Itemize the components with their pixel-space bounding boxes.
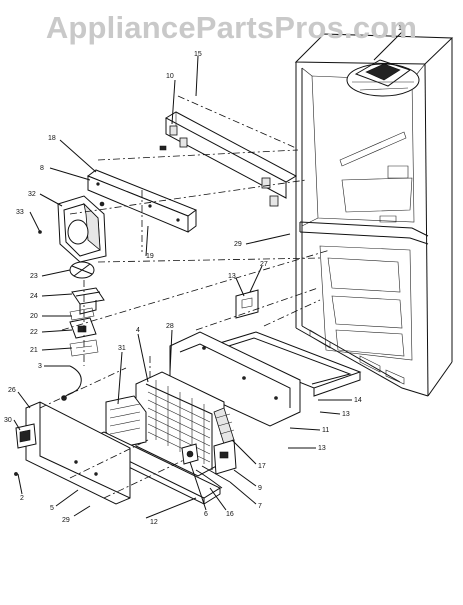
leader-lines [13,29,405,519]
callout-7: 7 [258,503,262,510]
callout-22: 22 [30,329,38,336]
callout-26: 26 [8,387,16,394]
callout-14: 14 [354,397,362,404]
callout-1: 1 [398,25,402,32]
harness-16 [195,465,231,489]
cabinet-liner [294,33,454,397]
callout-8: 8 [40,165,44,172]
callout-13-mid: 13 [342,411,350,418]
callout-12: 12 [150,519,158,526]
callout-6: 6 [204,511,208,518]
heater-31 [105,395,147,449]
callout-17: 17 [258,463,266,470]
callout-28: 28 [166,323,174,330]
callout-29-upper: 29 [234,241,242,248]
callout-11: 11 [322,427,329,434]
thermostat-6 [181,443,199,465]
evaporator-coil [135,371,225,477]
alignment-lines [39,95,331,499]
callout-3: 3 [38,363,42,370]
motor-clip-20 [69,307,95,321]
callout-20: 20 [30,313,38,320]
callout-31: 31 [118,345,126,352]
top-housing-part-1 [346,59,420,97]
callout-labels: 1 15 10 18 8 32 33 19 29 23 24 20 22 21 … [4,25,402,526]
callout-2: 2 [20,495,24,502]
callout-18: 18 [48,135,56,142]
access-cover-27 [235,289,259,319]
callout-4: 4 [136,327,140,334]
side-panel-5 [25,401,131,505]
callout-13-top: 13 [228,273,236,280]
fan-blade-23 [69,261,95,279]
callout-32: 32 [28,191,36,198]
callout-13-low: 13 [318,445,326,452]
callout-19: 19 [146,253,154,260]
callout-23: 23 [30,273,38,280]
screw-2 [14,472,18,476]
callout-9: 9 [258,485,262,492]
callout-27: 27 [260,261,268,268]
fan-shroud-32 [38,195,107,263]
rail-assembly-15 [159,111,298,207]
callout-33: 33 [16,209,24,216]
callout-5: 5 [50,505,54,512]
fan-motor-bracket [71,287,105,315]
callout-21: 21 [30,347,38,354]
fan-motor-22 [69,317,97,339]
callout-24: 24 [30,293,38,300]
bracket-30 [15,423,37,449]
terminal-block-9 [213,439,237,475]
watermark-text: AppliancePartsPros.com [45,10,418,45]
callout-15: 15 [194,51,202,58]
callout-16: 16 [226,511,234,518]
callout-29-lower: 29 [62,517,70,524]
callout-30: 30 [4,417,12,424]
callout-10: 10 [166,73,174,80]
wire-harness-3 [61,365,82,401]
